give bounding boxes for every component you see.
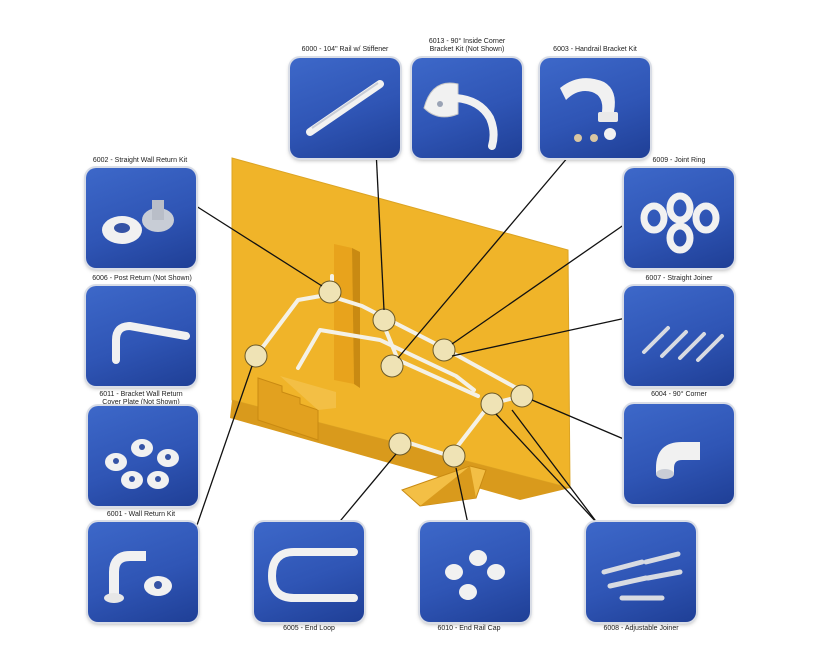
tile-bracket-kit xyxy=(540,58,650,158)
label-6004: 6004 - 90° Corner xyxy=(651,391,707,398)
post-return-icon xyxy=(112,321,190,364)
corner-icon xyxy=(656,442,700,479)
label-6002: 6002 - Straight Wall Return Kit xyxy=(92,157,188,164)
label-6000: 6000 - 104" Rail w/ Stiffener xyxy=(301,46,389,53)
label-6007: 6007 - Straight Joiner xyxy=(645,275,713,282)
label-6011: 6011 - Bracket Wall Return Cover Plate (… xyxy=(99,391,183,406)
tile-post-return xyxy=(86,286,196,386)
callouts xyxy=(244,280,534,468)
leader-lines xyxy=(195,149,629,529)
adjustable-joiner-icon xyxy=(601,551,683,601)
tile-joint-ring xyxy=(624,168,734,268)
tile-end-loop xyxy=(254,522,364,622)
label-6003: 6003 - Handrail Bracket Kit xyxy=(553,46,637,53)
rail-icon xyxy=(306,80,384,136)
tile-straight-wall-return xyxy=(86,168,196,268)
straight-joiner-icon xyxy=(642,326,724,362)
cover-plate-icon xyxy=(105,439,179,489)
tile-end-cap xyxy=(420,522,530,622)
label-6013: 6013 - 90° Inside Corner Bracket Kit (No… xyxy=(428,38,506,53)
joint-ring-icon xyxy=(640,192,720,254)
tile-rail xyxy=(290,58,400,158)
tile-adjustable-joiner xyxy=(586,522,696,622)
tile-90-corner xyxy=(624,404,734,504)
label-6005: 6005 - End Loop xyxy=(283,625,335,632)
label-6008: 6008 - Adjustable Joiner xyxy=(603,625,679,632)
bracket-icon xyxy=(560,78,618,142)
wall-return-icon xyxy=(102,200,174,244)
label-6006: 6006 - Post Return (Not Shown) xyxy=(92,275,192,282)
wall-recess xyxy=(334,244,354,384)
end-loop-icon xyxy=(267,548,358,602)
label-6009: 6009 - Joint Ring xyxy=(652,157,706,164)
end-cap-icon xyxy=(445,550,505,600)
stairs xyxy=(257,377,319,441)
tile-wall-return xyxy=(88,522,198,622)
tile-inside-corner xyxy=(412,58,522,158)
corner-bracket-icon xyxy=(423,82,498,150)
tile-bracket-cover xyxy=(88,406,198,506)
label-6001: 6001 - Wall Return Kit xyxy=(106,511,176,518)
tile-straight-joiner xyxy=(624,286,734,386)
wall-return-kit-icon xyxy=(104,551,172,603)
label-6010: 6010 - End Rail Cap xyxy=(437,625,501,632)
